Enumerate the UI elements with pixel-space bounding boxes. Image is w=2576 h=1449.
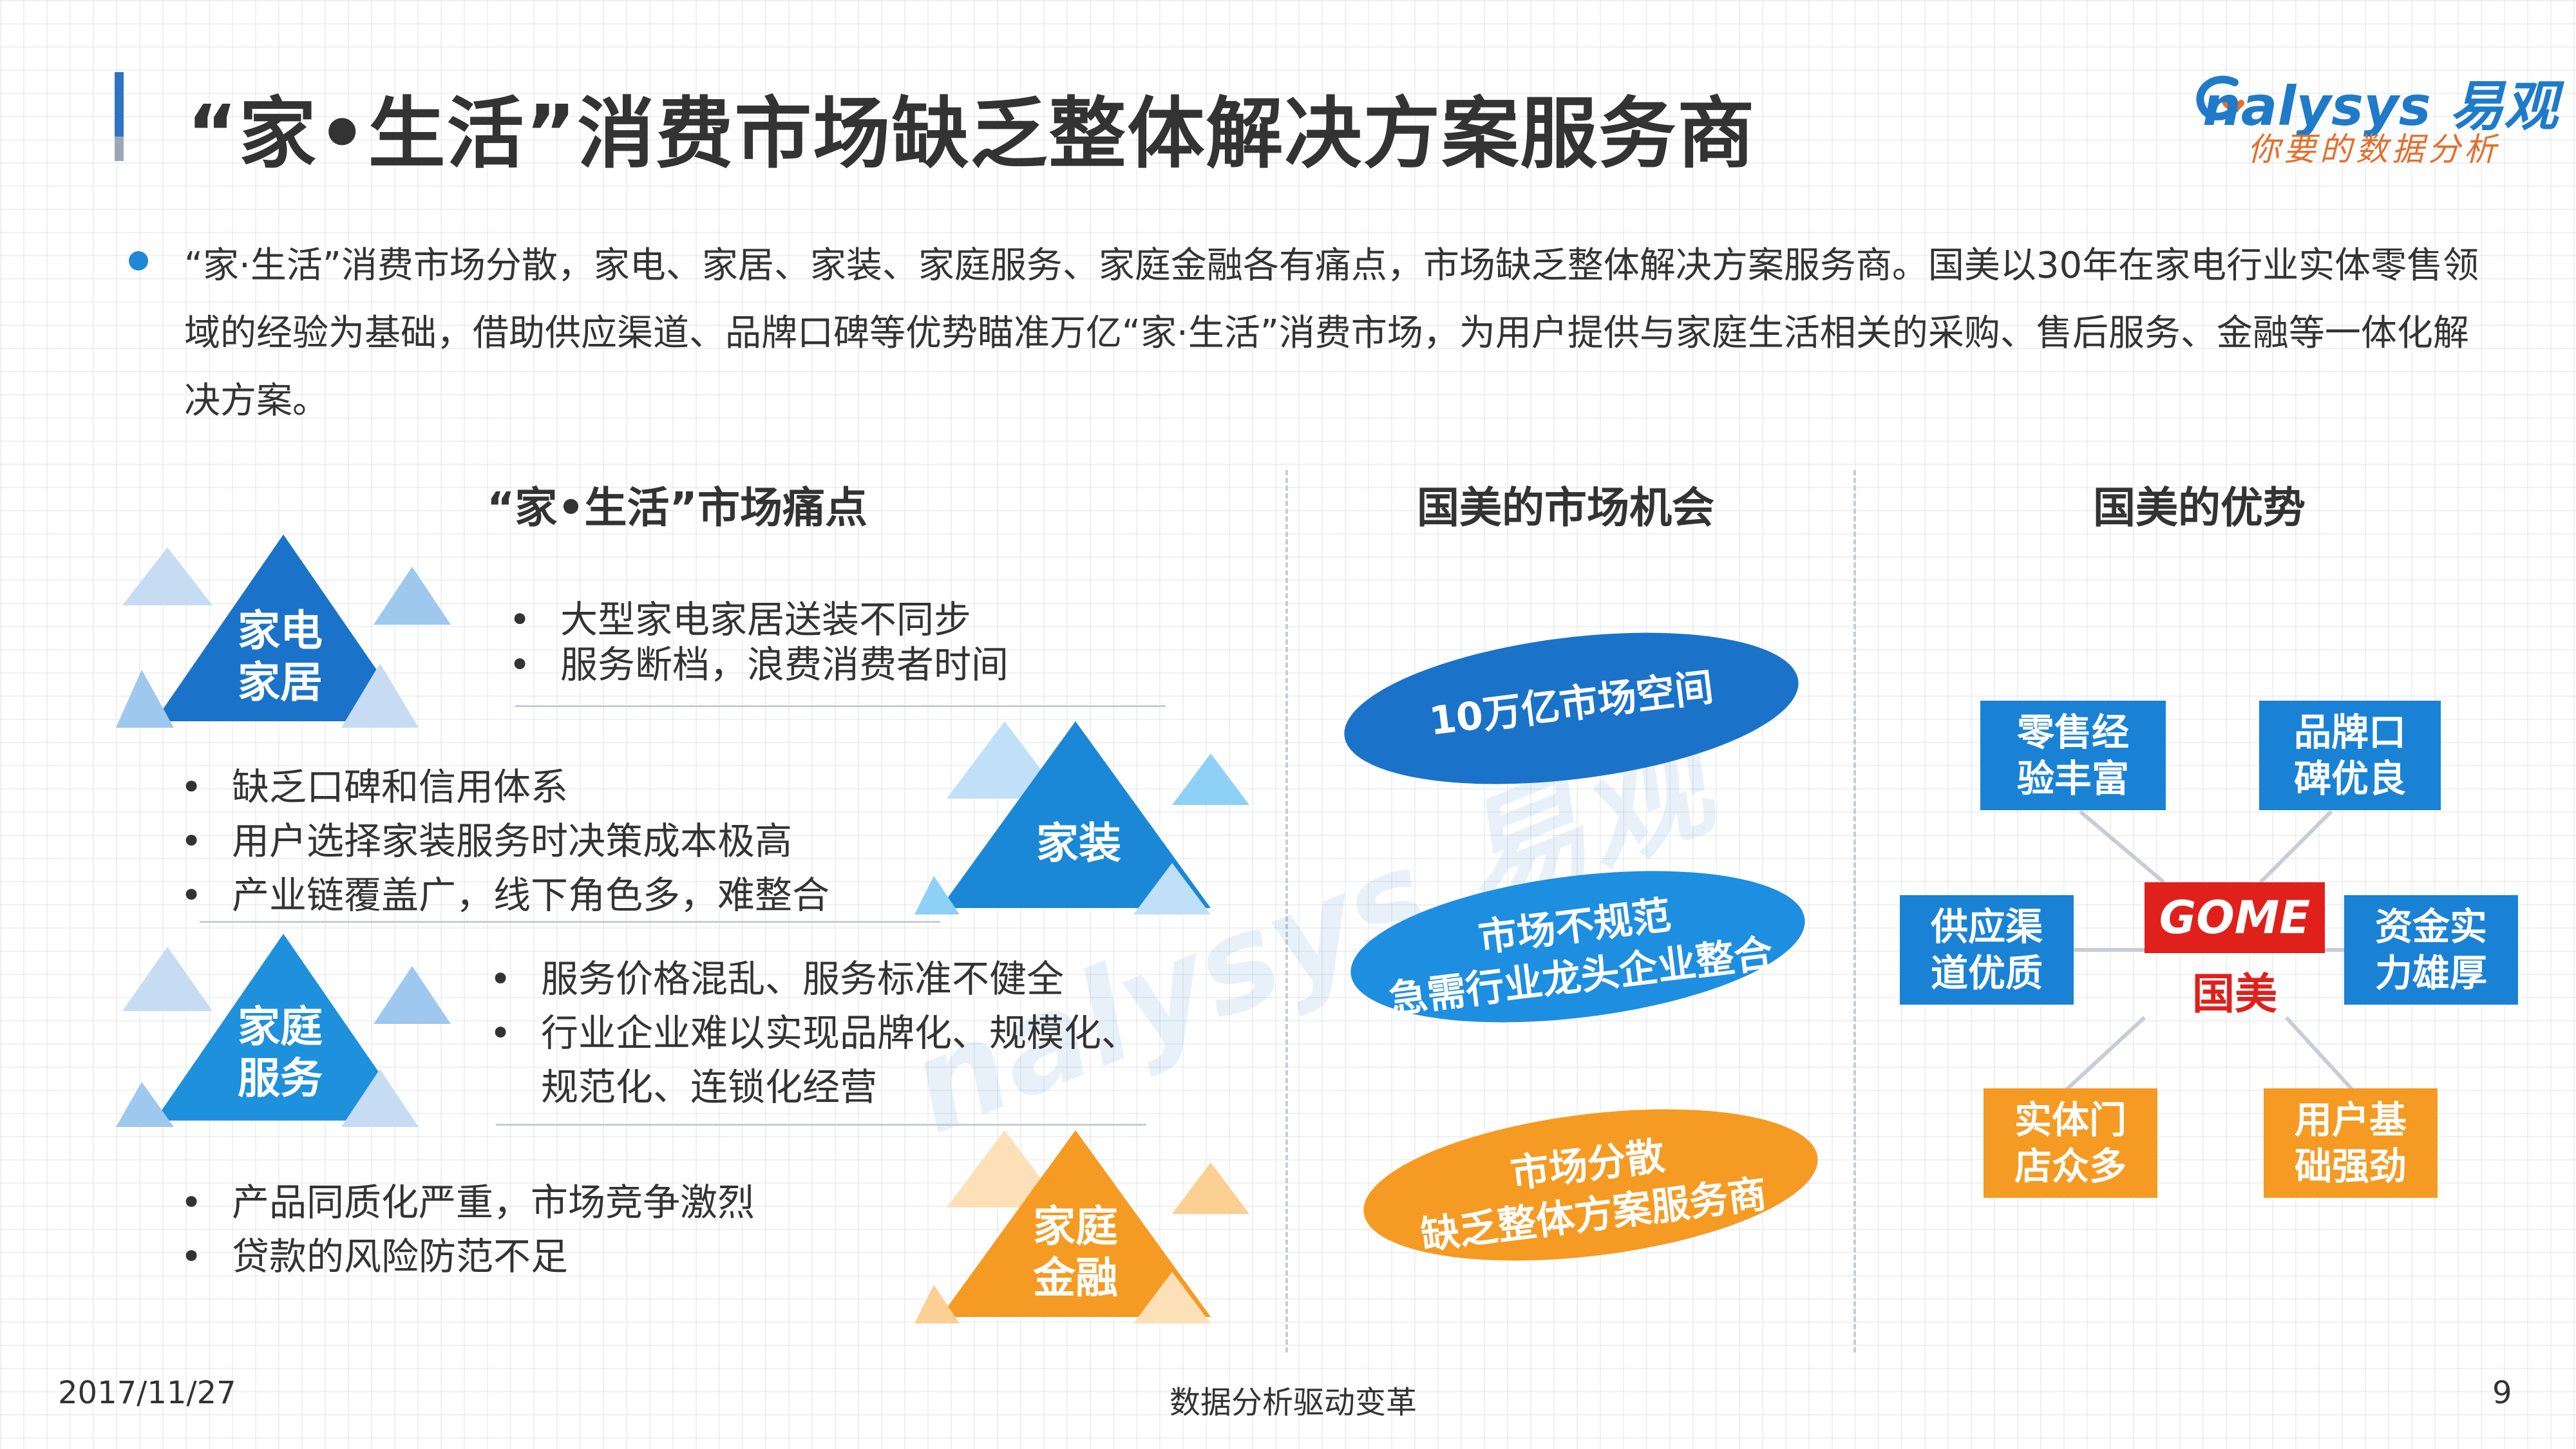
list-item: •贷款的风险防范不足: [180, 1235, 569, 1278]
advantage-box-brand-reputation: 品牌口碑优良: [2259, 701, 2441, 810]
analysys-logo: [2190, 59, 2524, 175]
pain-label-appliance: 家电 家居: [238, 606, 323, 707]
advantages-title: 国美的优势: [2093, 483, 2306, 533]
advantage-box-physical-stores: 实体门店众多: [1984, 1088, 2157, 1198]
logo-text: nalysys 易观: [2202, 75, 2559, 138]
pain-list-decoration: •缺乏口碑和信用体系 •用户选择家装服务时决策成本极高 •产业链覆盖广，线下角色…: [174, 760, 829, 922]
opportunity-ellipse-2: [1350, 871, 1805, 1023]
list-item: •行业企业难以实现品牌化、规模化、: [489, 1011, 1139, 1055]
list-item: •缺乏口碑和信用体系: [180, 765, 569, 809]
footer-date: 2017/11/27: [58, 1375, 236, 1411]
footer-slogan: 数据分析驱动变革: [1170, 1385, 1417, 1421]
pain-list-home-service: •服务价格混乱、服务标准不健全 •行业企业难以实现品牌化、规模化、 规范化、连锁…: [483, 952, 1139, 1114]
pain-label-decoration: 家装: [1036, 819, 1121, 868]
pain-list-appliance: •大型家电家居送装不同步 •服务断档，浪费消费者时间: [502, 592, 1009, 692]
triangle-appliance-furniture-icon: [116, 535, 451, 728]
list-item: •服务断档，浪费消费者时间: [509, 643, 1009, 687]
triangle-home-service-icon: [116, 934, 451, 1127]
advantage-box-capital-strength: 资金实力雄厚: [2344, 895, 2518, 1005]
intro-bullet-icon: [129, 251, 148, 270]
separator-line: [515, 705, 1166, 707]
pain-list-home-finance: •产品同质化严重，市场竞争激烈 •贷款的风险防范不足: [174, 1175, 755, 1283]
advantage-box-supply-channel: 供应渠道优质: [1900, 895, 2074, 1005]
intro-paragraph: “家·生活”消费市场分散，家电、家居、家装、家庭服务、家庭金融各有痛点，市场缺乏…: [184, 245, 2479, 422]
list-item: 规范化、连锁化经营: [541, 1065, 878, 1109]
gome-logo: GOME: [2145, 882, 2325, 953]
pain-label-home-finance: 家庭 金融: [1033, 1202, 1118, 1303]
page-number: 9: [2492, 1375, 2512, 1411]
list-item: •产业链覆盖广，线下角色多，难整合: [180, 873, 830, 917]
page-title: “家•生活”消费市场缺乏整体解决方案服务商: [187, 90, 1756, 179]
column-divider: [1853, 470, 1856, 1352]
separator-line: [496, 1124, 1146, 1126]
advantage-connectors: [2059, 810, 2359, 1097]
logo-slogan: 你要的数据分析: [2248, 131, 2500, 168]
gome-chinese-name: 国美: [2192, 969, 2277, 1019]
advantage-box-retail-experience: 零售经验丰富: [1980, 701, 2166, 810]
list-item: •用户选择家装服务时决策成本极高: [180, 819, 793, 863]
pain-label-home-service: 家庭 服务: [238, 1002, 323, 1103]
triangle-decoration-icon: [914, 721, 1249, 914]
analysys-swoosh-icon: [2196, 75, 2244, 120]
list-item: •产品同质化严重，市场竞争激烈: [180, 1180, 755, 1224]
triangle-home-finance-icon: [914, 1130, 1249, 1323]
list-item: •服务价格混乱、服务标准不健全: [489, 957, 1065, 1001]
advantage-box-user-base: 用户基础强劲: [2264, 1088, 2438, 1198]
separator-line: [200, 921, 940, 923]
opportunities-title: 国美的市场机会: [1417, 483, 1714, 533]
pain-points-title: “家•生活”市场痛点: [487, 483, 867, 533]
opportunity-ellipse-1: [1344, 632, 1799, 784]
opportunity-ellipse-3: [1363, 1109, 1818, 1261]
column-divider: [1285, 470, 1288, 1352]
title-accent-bar: [115, 72, 124, 161]
list-item: •大型家电家居送装不同步: [509, 598, 972, 641]
